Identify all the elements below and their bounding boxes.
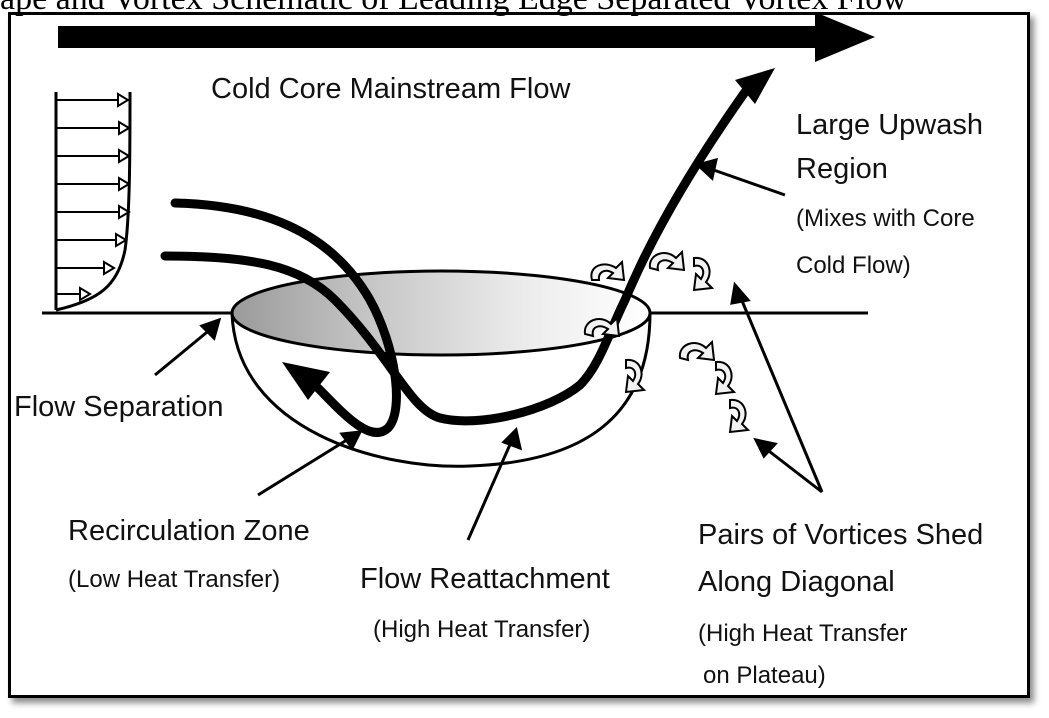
vortex-icon: [624, 358, 647, 394]
vortex-icon: [692, 256, 715, 292]
vortices-note-line-2: on Plateau): [703, 662, 826, 689]
leader-arrows: [154, 157, 824, 541]
vortex-icon: [583, 315, 621, 338]
upwash-title-line-1: Large Upwash: [796, 109, 983, 141]
velocity-profile: [54, 91, 132, 312]
mainstream-flow-arrow: [58, 12, 875, 62]
upwash-note-line-2: Cold Flow): [796, 252, 911, 279]
vortex-icon: [714, 360, 737, 396]
vortices-note-line-1: (High Heat Transfer: [698, 620, 908, 647]
leader-arrow-separation: [154, 317, 222, 377]
recirculation-zone-label: Recirculation Zone: [68, 515, 310, 547]
recirculation-zone-note: (Low Heat Transfer): [68, 566, 281, 593]
upwash-note-line-1: (Mixes with Core: [796, 205, 975, 232]
leader-arrow-reattachment: [466, 427, 523, 541]
leader-arrow-upwash: [695, 157, 786, 197]
vortices-title-line-1: Pairs of Vortices Shed: [698, 519, 984, 551]
recirculation-arrowhead: [282, 362, 330, 400]
vortex-icon: [590, 259, 626, 282]
leader-arrow-vortices: [730, 281, 824, 494]
vortex-pairs: [583, 249, 751, 434]
mainstream-flow-label: Cold Core Mainstream Flow: [211, 73, 571, 105]
vortex-icon: [648, 249, 686, 272]
vortex-icon: [728, 398, 751, 434]
flow-reattachment-note: (High Heat Transfer): [373, 616, 591, 643]
upwash-title-line-2: Region: [796, 153, 888, 185]
leader-arrow-recirculation: [257, 430, 363, 497]
vortex-icon: [678, 339, 716, 362]
main-streamline: [160, 87, 750, 426]
recirculating-streamline: [170, 198, 401, 437]
figure-caption-fragment: ape and Vortex Schematic of Leading Edge…: [0, 0, 907, 18]
vortices-title-line-2: Along Diagonal: [698, 566, 895, 598]
dimple-cavity: [230, 269, 652, 468]
upwash-arrowhead: [735, 68, 775, 104]
flow-separation-label: Flow Separation: [14, 391, 224, 423]
flow-reattachment-label: Flow Reattachment: [360, 563, 610, 595]
